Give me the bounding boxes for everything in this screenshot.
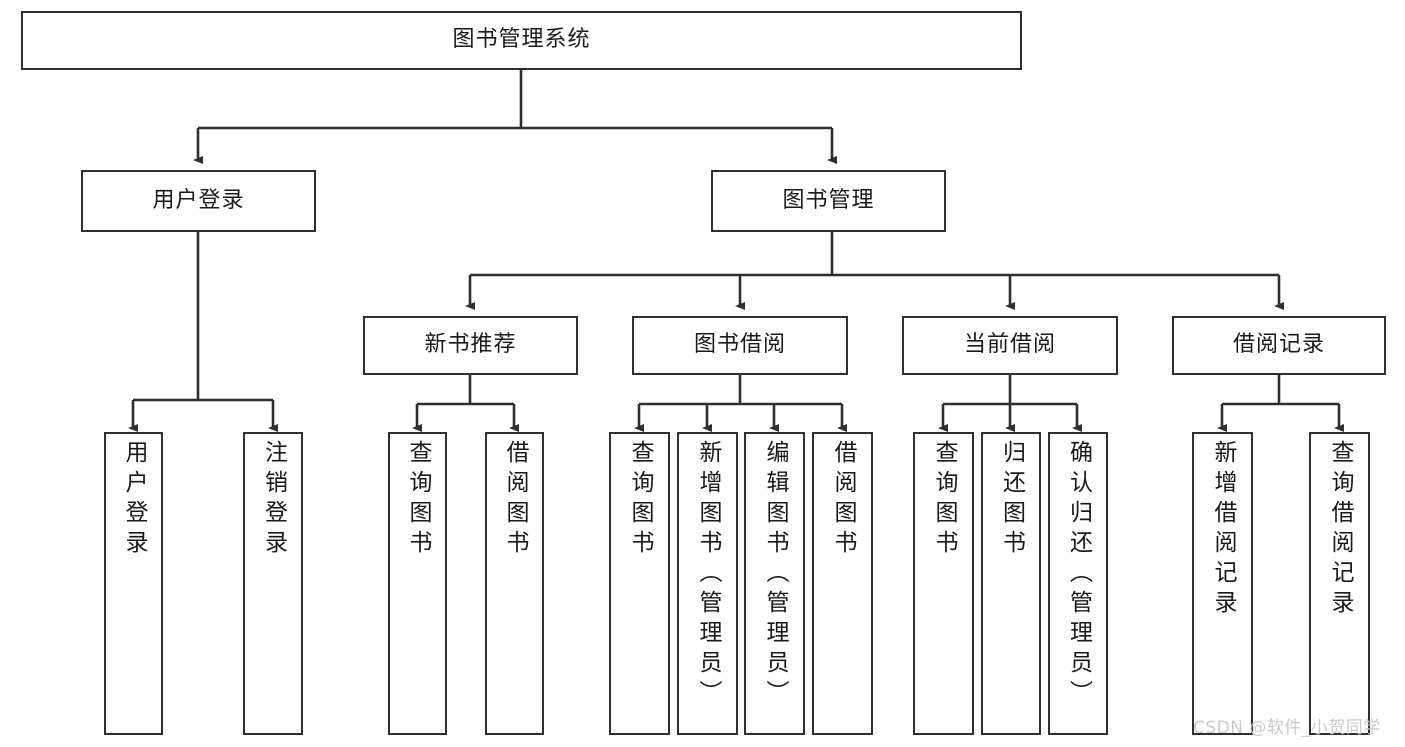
leaf-edit-book-admin[interactable]: 编辑图书（管理员） [744, 432, 805, 735]
leaf-query-books-borrow-label: 查询图书 [627, 440, 653, 560]
leaf-query-books-newbook-label: 查询图书 [405, 440, 431, 560]
leaf-add-borrow-record[interactable]: 新增借阅记录 [1192, 432, 1253, 735]
leaf-add-book-admin-label: 新增图书（管理员） [695, 440, 721, 710]
leaf-add-book-admin[interactable]: 新增图书（管理员） [677, 432, 738, 735]
node-user-login-label: 用户登录 [152, 187, 245, 213]
node-book-management[interactable]: 图书管理 [711, 170, 946, 232]
leaf-query-books-current-label: 查询图书 [931, 440, 957, 560]
node-book-borrow-label: 图书借阅 [693, 332, 786, 358]
watermark-text: CSDN @软件_小贺同学 [1193, 718, 1381, 738]
leaf-user-login-label: 用户登录 [121, 440, 147, 560]
node-borrow-records-label: 借阅记录 [1232, 332, 1325, 358]
leaf-logout[interactable]: 注销登录 [243, 432, 303, 735]
leaf-query-books-borrow[interactable]: 查询图书 [609, 432, 670, 735]
leaf-return-books[interactable]: 归还图书 [981, 432, 1041, 735]
node-root[interactable]: 图书管理系统 [21, 11, 1022, 70]
leaf-confirm-return-admin[interactable]: 确认归还（管理员） [1048, 432, 1108, 735]
node-book-management-label: 图书管理 [782, 187, 875, 213]
leaf-edit-book-admin-label: 编辑图书（管理员） [762, 440, 788, 710]
leaf-logout-label: 注销登录 [260, 440, 287, 560]
node-current-borrow[interactable]: 当前借阅 [902, 316, 1118, 375]
node-book-borrow[interactable]: 图书借阅 [632, 316, 848, 375]
node-new-book-recommend[interactable]: 新书推荐 [363, 316, 578, 375]
leaf-confirm-return-admin-label: 确认归还（管理员） [1065, 440, 1092, 710]
leaf-add-borrow-record-label: 新增借阅记录 [1210, 440, 1236, 620]
leaf-query-books-current[interactable]: 查询图书 [913, 432, 974, 735]
leaf-borrow-books-newbook-label: 借阅图书 [502, 440, 528, 560]
leaf-return-books-label: 归还图书 [998, 440, 1025, 560]
leaf-borrow-books-newbook[interactable]: 借阅图书 [485, 432, 544, 735]
leaf-user-login[interactable]: 用户登录 [104, 432, 163, 735]
leaf-query-borrow-record-label: 查询借阅记录 [1327, 440, 1353, 620]
leaf-borrow-books-borrow[interactable]: 借阅图书 [812, 432, 873, 735]
node-borrow-records[interactable]: 借阅记录 [1172, 316, 1386, 375]
node-root-label: 图书管理系统 [452, 27, 591, 53]
node-current-borrow-label: 当前借阅 [963, 332, 1056, 358]
node-new-book-recommend-label: 新书推荐 [424, 332, 517, 358]
leaf-borrow-books-borrow-label: 借阅图书 [830, 440, 856, 560]
node-user-login[interactable]: 用户登录 [81, 170, 316, 232]
leaf-query-borrow-record[interactable]: 查询借阅记录 [1309, 432, 1370, 735]
leaf-query-books-newbook[interactable]: 查询图书 [388, 432, 447, 735]
